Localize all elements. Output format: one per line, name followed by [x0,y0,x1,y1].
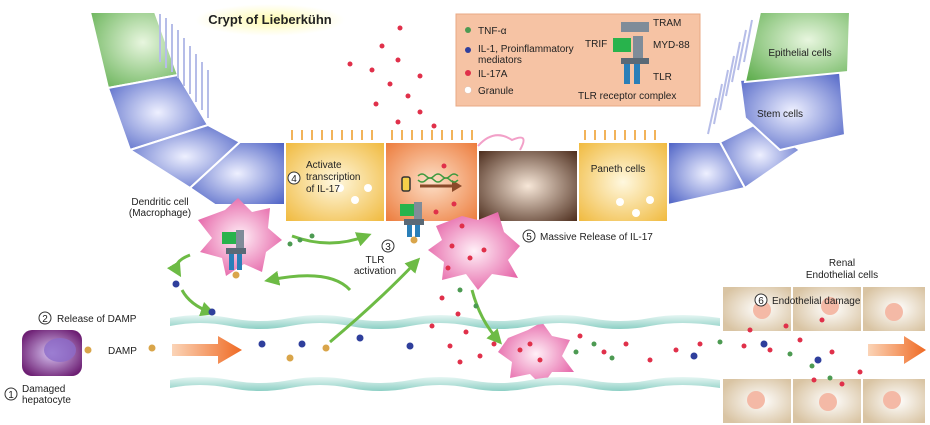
svg-text:Massive Release of IL-17: Massive Release of IL-17 [540,232,653,243]
svg-text:Activate: Activate [306,160,342,171]
svg-text:activation: activation [354,266,396,277]
svg-text:Endothelial damage: Endothelial damage [772,296,861,307]
epithelial-label: Epithelial cells [768,48,831,59]
step-3: 3 TLR activation [354,239,396,277]
tlr-complex-icon [613,22,649,84]
tnf-alpha-legend-dot [465,27,471,33]
legend-tlr: TLR [653,72,672,83]
damaged-hepatocyte [22,330,92,376]
il17-releasing-cell [428,212,520,290]
dendritic-cell [198,198,282,279]
svg-text:TLR: TLR [366,255,385,266]
renal-endothelial-cells [721,285,927,425]
degranulated-cell [477,149,579,223]
legend-tnf-alpha: TNF-α [478,26,507,37]
svg-text:1: 1 [8,390,14,401]
legend-il1: IL-1, Proinflammatory [478,44,574,55]
il1-particles [172,280,822,364]
damp-label: DAMP [108,346,137,357]
svg-text:transcription: transcription [306,172,360,183]
svg-text:5: 5 [526,232,532,243]
stem-label: Stem cells [757,109,803,120]
svg-text:6: 6 [758,296,764,307]
il17-producing-cell [384,141,479,223]
il1-legend-dot [465,47,471,53]
legend-myd88: MYD-88 [653,40,690,51]
legend-tram: TRAM [653,18,681,29]
renal-label-2: Endothelial cells [806,270,878,281]
svg-text:2: 2 [42,314,48,325]
legend-il17a: IL-17A [478,69,508,80]
renal-label-1: Renal [829,258,855,269]
crypt-tlr-complex [400,202,424,244]
granule-legend-dot [464,86,472,94]
paneth-label: Paneth cells [591,164,645,175]
svg-text:3: 3 [385,242,391,253]
damp-particle [148,344,156,352]
microvilli [159,14,209,118]
legend-trif: TRIF [585,39,607,50]
legend: TNF-α IL-1, Proinflammatory mediators IL… [455,13,701,107]
svg-text:Damaged: Damaged [22,384,65,395]
dendritic-label-1: Dendritic cell [131,197,188,208]
il17a-legend-dot [465,70,471,76]
step-2: 2 Release of DAMP [38,311,137,325]
epithelial-cell [743,11,852,84]
blood-flow-arrow-right [868,336,926,364]
step-6: 6 Endothelial damage [754,293,861,307]
legend-il1-line2: mediators [478,55,522,66]
step-1: 1 Damaged hepatocyte [4,384,71,406]
signaling-arrows [166,232,503,345]
svg-text:of IL-17: of IL-17 [306,184,340,195]
paneth-cell [577,141,669,223]
legend-granule: Granule [478,86,514,97]
svg-text:Release of DAMP: Release of DAMP [57,314,137,325]
il17a-particles [347,25,863,387]
blood-flow-arrow-left [172,336,242,364]
crypt-title: Crypt of Lieberkühn [208,12,332,27]
transcription-icon [401,173,462,192]
legend-complex-caption: TLR receptor complex [578,91,676,102]
circulating-immune-cell [498,322,574,386]
svg-text:4: 4 [291,174,297,185]
tnf-alpha-particles [287,233,833,381]
step-4: 4 Activate transcription of IL-17 [287,160,360,195]
svg-text:hepatocyte: hepatocyte [22,395,71,406]
damp-particles [286,344,330,362]
dendritic-label-2: (Macrophage) [129,208,191,219]
blood-vessel [170,315,720,391]
step-5: 5 Massive Release of IL-17 [522,229,653,243]
